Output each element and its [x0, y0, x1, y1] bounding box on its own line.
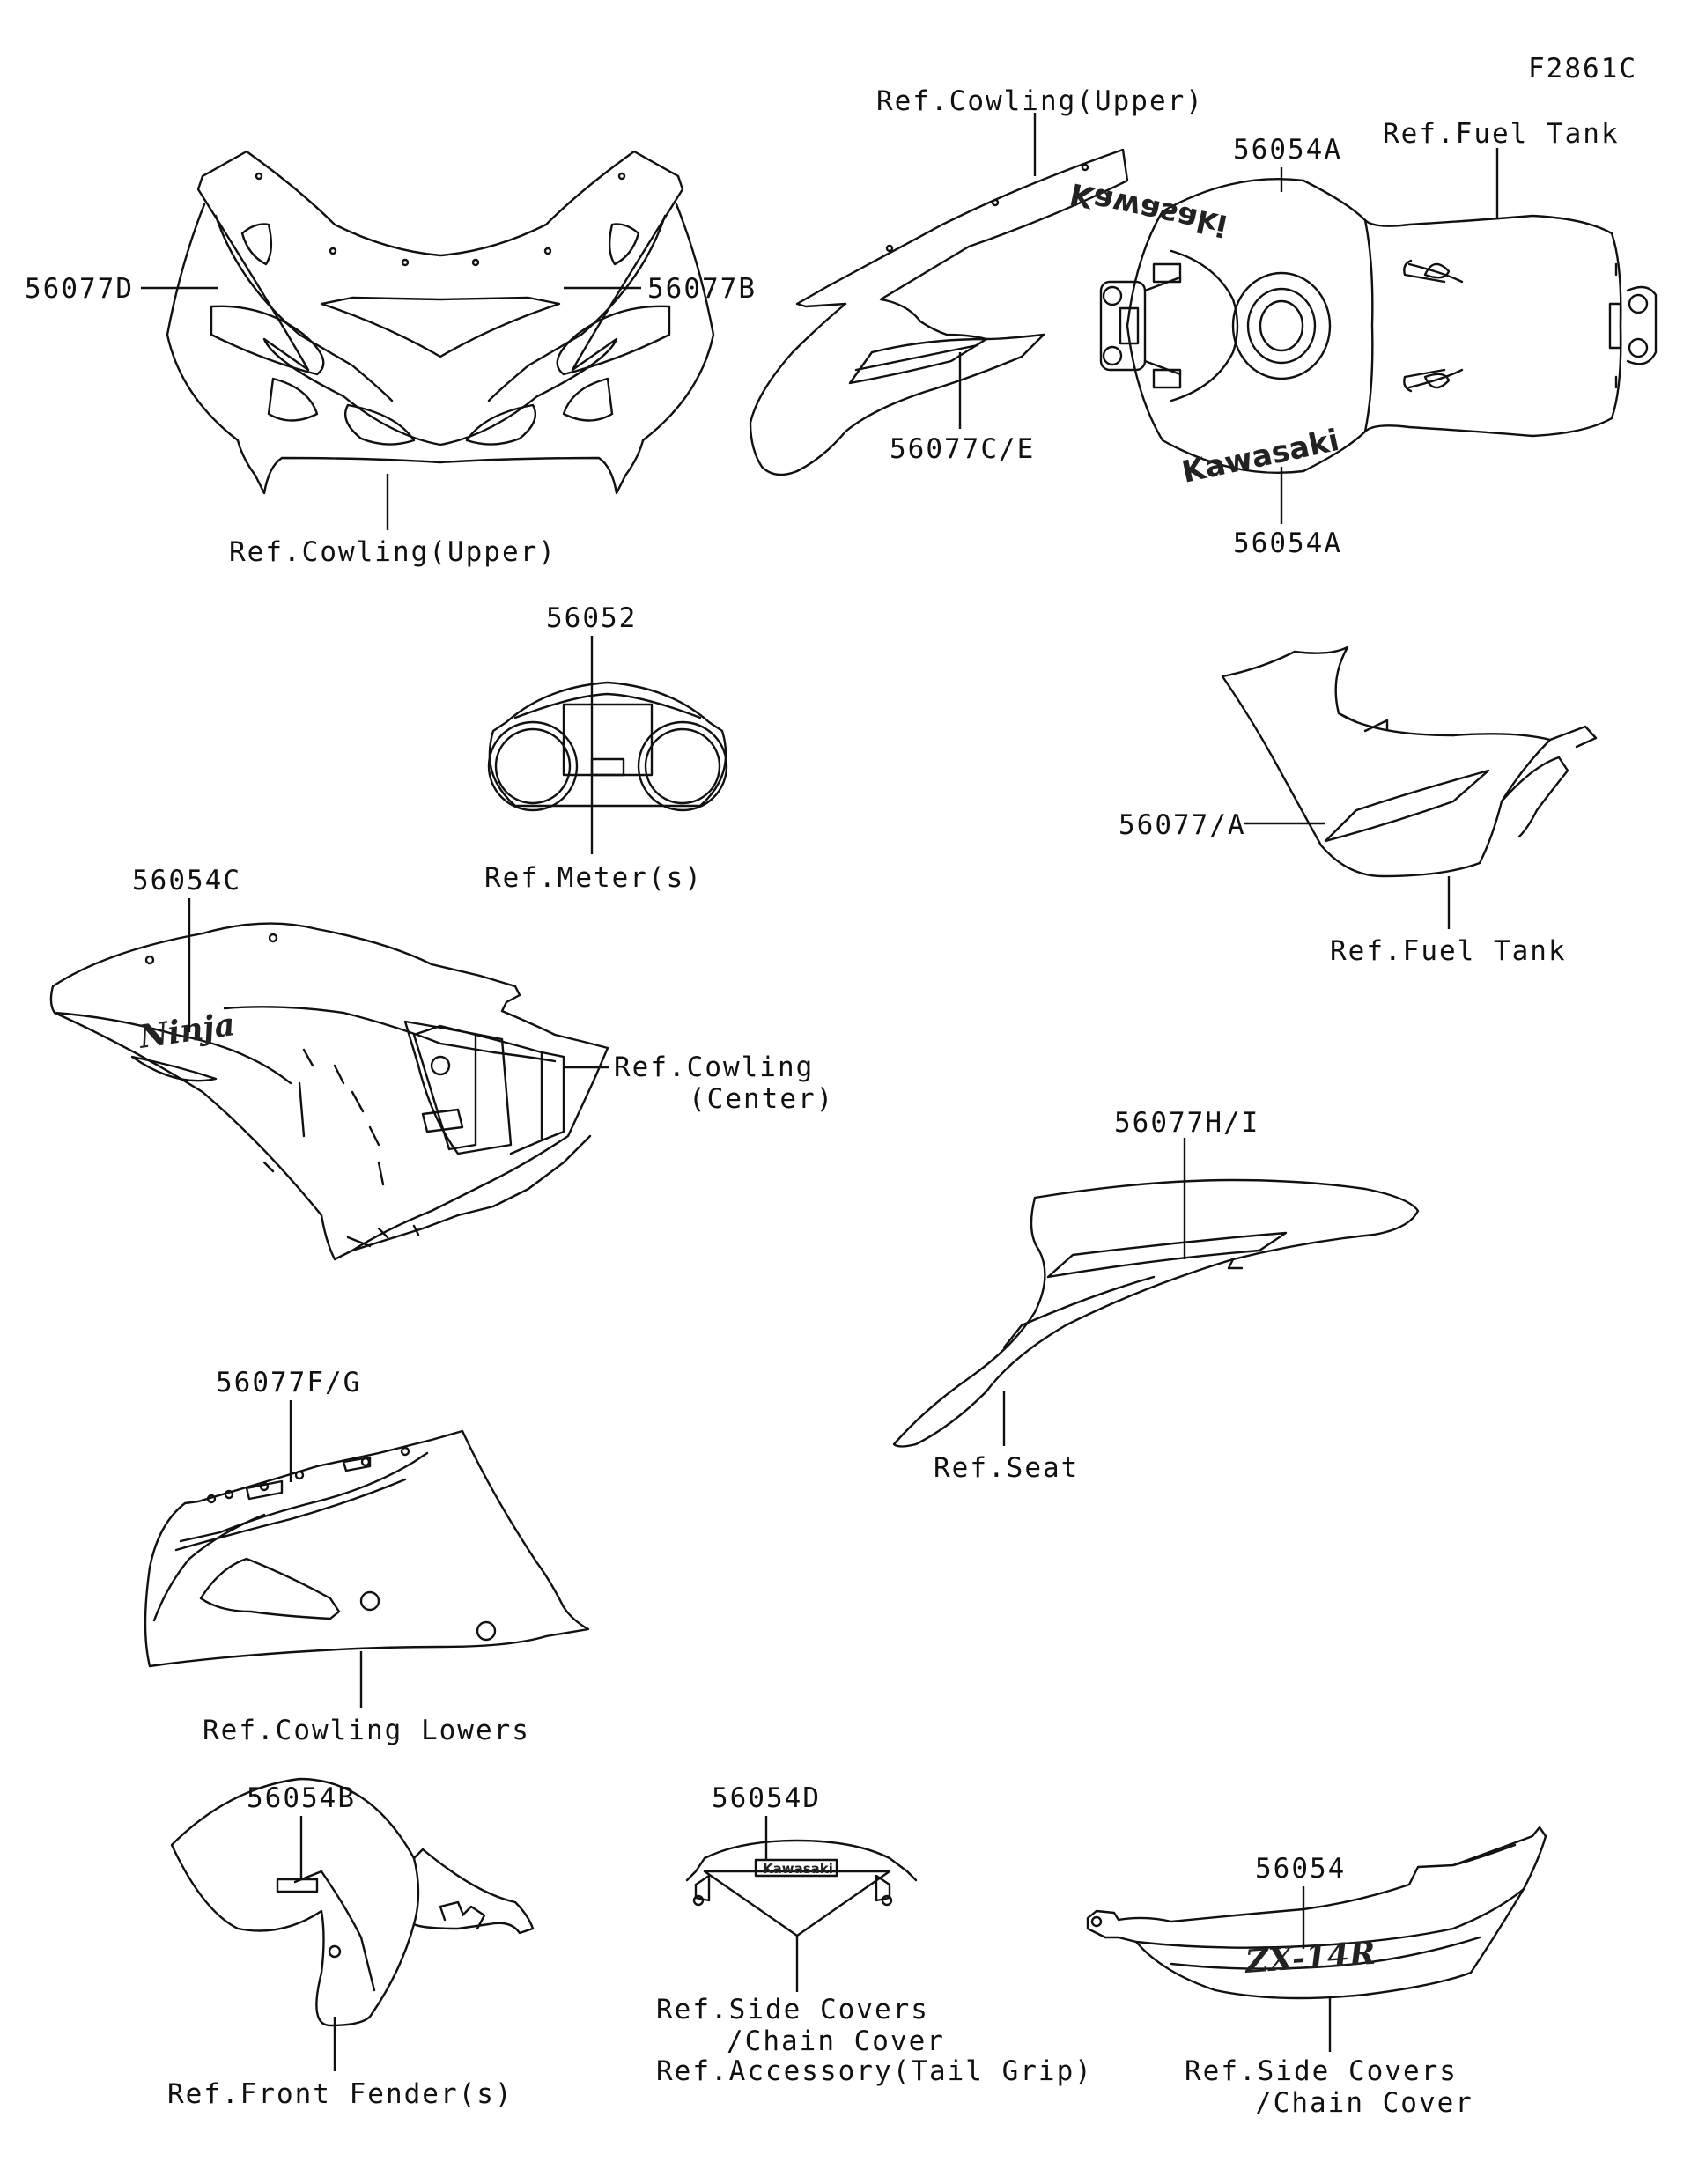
- side-cover-model-logo: ZX-14R: [1243, 1935, 1377, 1981]
- tank-brand-mirrored: Kawasaki: [1067, 175, 1229, 243]
- callout-56054D: 56054D: [712, 1782, 821, 1814]
- callout-56054A-top: 56054A: [1233, 134, 1342, 166]
- callout-fuel-tank-side-ref: Ref.Fuel Tank: [1330, 935, 1567, 967]
- callout-56077D: 56077D: [25, 273, 134, 305]
- callout-56052: 56052: [546, 602, 637, 634]
- callout-56054: 56054: [1255, 1853, 1346, 1885]
- seat-cowl: [892, 1178, 1420, 1448]
- callout-fuel-tank-ref: Ref.Fuel Tank: [1383, 118, 1620, 150]
- fuel-tank-side: [1221, 646, 1598, 878]
- callout-cowling-center-ref-1: Ref.Cowling: [614, 1051, 814, 1083]
- tail-grip-brand: Kawasaki: [763, 1861, 833, 1877]
- callout-meter-ref: Ref.Meter(s): [484, 862, 703, 894]
- callout-side-covers-ref-2: /Chain Cover: [1255, 2087, 1473, 2119]
- meter-panel: [487, 681, 728, 812]
- callout-tail-grip-ref-3: Ref.Accessory(Tail Grip): [656, 2055, 1093, 2087]
- callout-56077HI: 56077H/I: [1114, 1107, 1259, 1139]
- callout-56054A-bottom: 56054A: [1233, 528, 1342, 559]
- callout-56054C: 56054C: [132, 865, 241, 896]
- callout-56077A: 56077/A: [1119, 809, 1246, 841]
- callout-tail-grip-ref-1: Ref.Side Covers: [656, 1994, 929, 2025]
- cowling-model-logo: Ninja: [136, 1006, 237, 1056]
- lower-cowling: [144, 1429, 590, 1668]
- callout-tail-grip-ref-2: /Chain Cover: [727, 2025, 945, 2057]
- callout-56054B: 56054B: [247, 1782, 356, 1814]
- callout-56077FG: 56077F/G: [216, 1367, 361, 1398]
- callout-side-covers-ref-1: Ref.Side Covers: [1185, 2055, 1458, 2087]
- callout-cowling-upper-front-ref: Ref.Cowling(Upper): [229, 536, 557, 568]
- tank-brand: Kawasaki: [1179, 423, 1342, 491]
- upper-cowling-side: [749, 148, 1129, 476]
- center-cowling: [49, 922, 609, 1261]
- side-cover: [1086, 1826, 1547, 2000]
- callout-seat-ref: Ref.Seat: [934, 1452, 1079, 1484]
- tail-grip: [685, 1839, 918, 1937]
- callout-cowling-center-ref-2: (Center): [689, 1083, 834, 1115]
- callout-front-fender-ref: Ref.Front Fender(s): [167, 2078, 513, 2110]
- callout-56077B: 56077B: [647, 273, 757, 305]
- front-fender: [170, 1777, 535, 2027]
- upper-cowling-front: [166, 150, 715, 495]
- callout-56077CE: 56077C/E: [890, 433, 1035, 465]
- callout-cowling-lowers-ref: Ref.Cowling Lowers: [203, 1715, 530, 1746]
- fuel-tank-top: [1099, 178, 1658, 474]
- callout-cowling-upper-side-ref: Ref.Cowling(Upper): [876, 85, 1204, 117]
- figure-code: F2861C: [1528, 53, 1637, 85]
